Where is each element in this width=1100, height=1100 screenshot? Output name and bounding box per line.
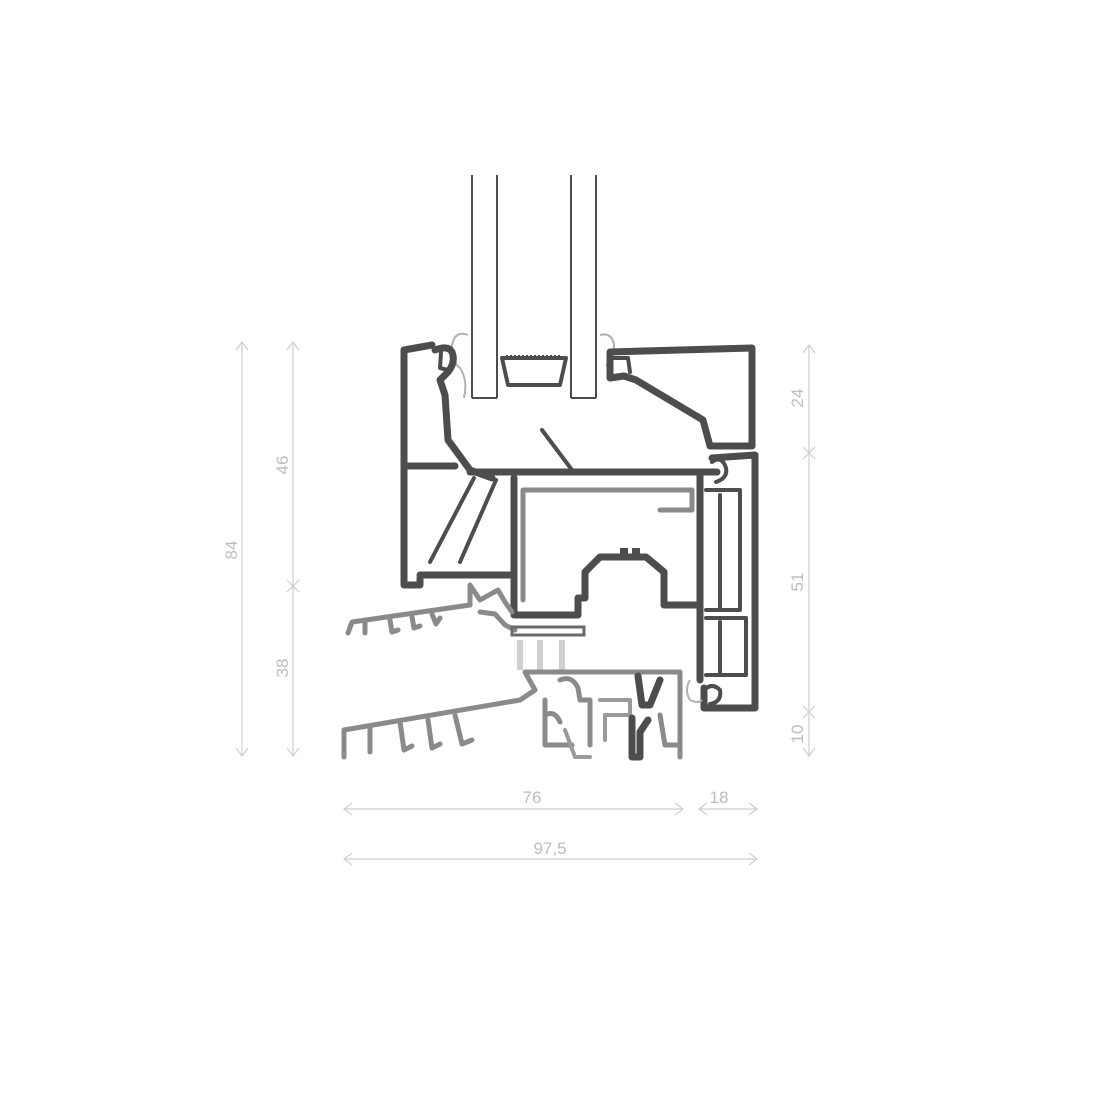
dim-width-side: 18: [710, 788, 729, 807]
dim-width-total: 97,5: [533, 839, 566, 858]
dim-width-main: 76: [523, 788, 542, 807]
sash-profile: [400, 341, 759, 712]
dim-height-total: 84: [222, 541, 241, 560]
dim-right-lower: 10: [788, 725, 807, 744]
dim-right-upper: 24: [788, 389, 807, 408]
dim-right-middle: 51: [788, 573, 807, 592]
glazing: [450, 175, 616, 399]
dim-height-upper: 46: [273, 456, 292, 475]
dim-height-lower: 38: [273, 659, 292, 678]
dimension-lines: [235, 341, 816, 866]
sill-profile: [341, 582, 683, 761]
